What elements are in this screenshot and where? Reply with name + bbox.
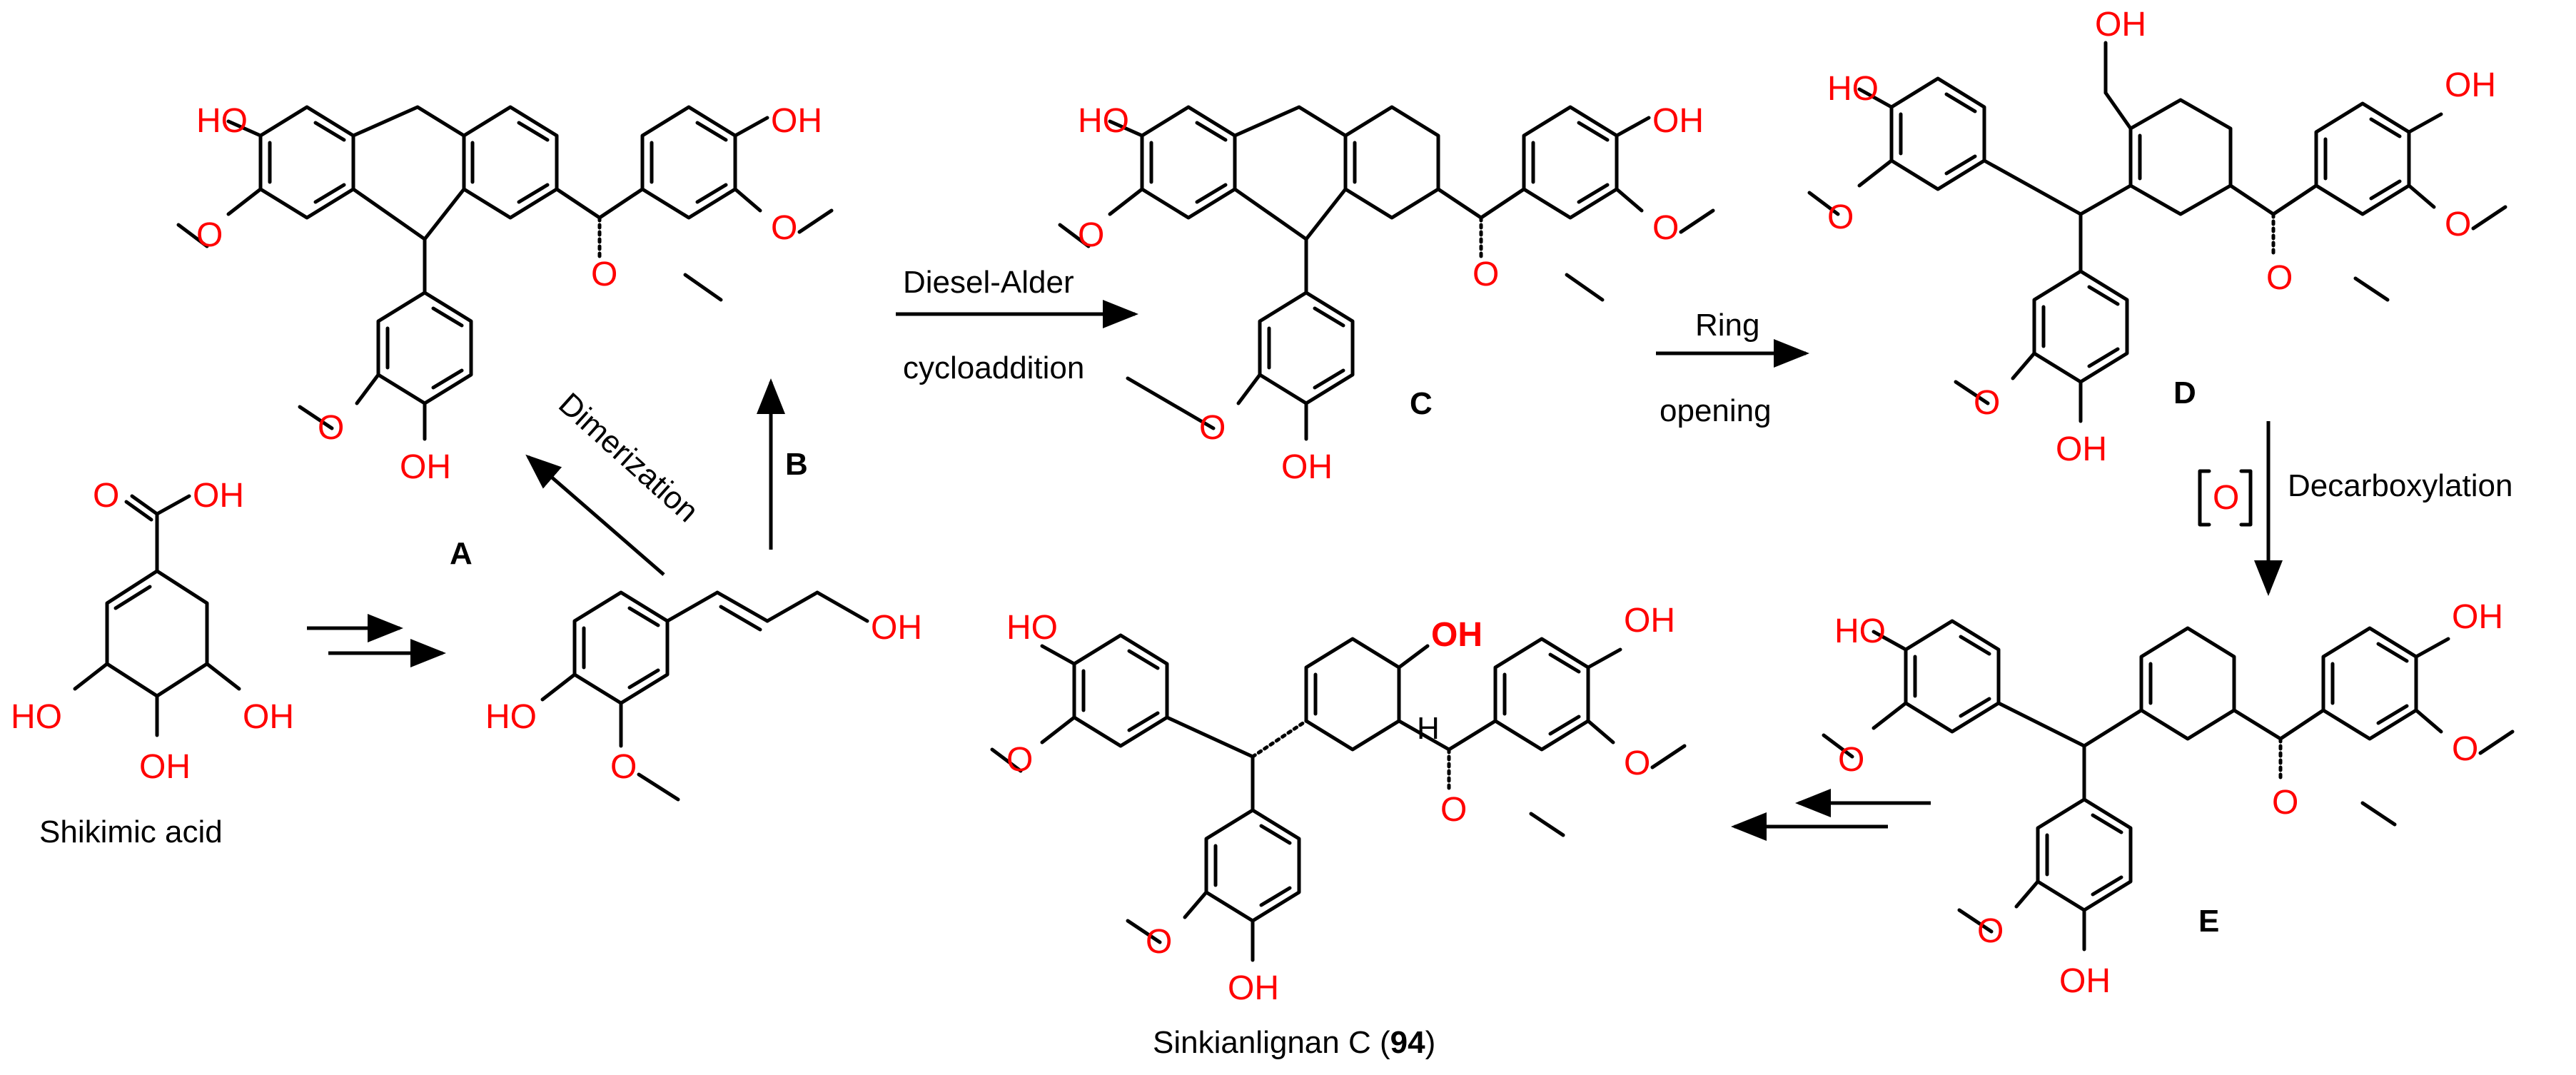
c-hydroxyl-aryl: OH (1281, 448, 1333, 486)
d-methoxy-o-aryl: O (1974, 384, 2000, 422)
c-methoxy-o-left: O (1078, 216, 1104, 254)
shikimic-acid-oh: OH (193, 477, 244, 515)
ring-opening-label-2: opening (1660, 393, 1772, 428)
product-methoxy-o-left: O (1006, 741, 1033, 779)
e-hydroxyl-aryl: OH (2059, 962, 2111, 1000)
diels-alder-label-1: Diesel-Alder (903, 265, 1074, 300)
product-name-label: Sinkianlignan C (94) (1153, 1025, 1435, 1060)
e-hydroxyl-right: OH (2452, 598, 2503, 636)
oxidant-o: O (2213, 479, 2239, 517)
d-methoxy-o-left: O (1827, 198, 1854, 236)
d-hydroxymethyl-oh: OH (2095, 6, 2146, 44)
coniferyl-oh: OH (871, 609, 922, 647)
c-hydroxyl-right: OH (1652, 102, 1704, 140)
e-methoxy-o-aryl: O (1977, 912, 2004, 950)
compound-e-label: E (2198, 904, 2219, 939)
d-hydroxyl-left: HO (1827, 70, 1879, 108)
e-methoxy-o-left: O (1838, 741, 1864, 779)
a-hydroxyl-aryl: OH (400, 448, 451, 486)
d-methoxy-o-right: O (2445, 206, 2471, 243)
step-b-label: B (785, 447, 808, 482)
oxidant-brackets (2198, 469, 2253, 527)
shikimic-acid-structure (73, 494, 241, 737)
compound-d-label: D (2173, 375, 2196, 410)
coniferyl-ho: HO (485, 698, 537, 736)
d-methoxy-o-benzylic: O (2266, 259, 2293, 297)
product-hydroxyl-right: OH (1624, 602, 1675, 640)
coniferyl-methoxy-o: O (610, 748, 637, 786)
product-methoxy-o-aryl: O (1146, 923, 1172, 961)
product-h-atom: H (1417, 711, 1440, 746)
e-methoxy-o-right: O (2452, 730, 2478, 768)
e-hydroxyl-left: HO (1834, 612, 1886, 650)
shikimic-acid-label: Shikimic acid (39, 814, 223, 849)
product-methoxy-o-benzylic: O (1440, 791, 1467, 829)
compound-a-structure (176, 105, 834, 441)
a-methoxy-o-right: O (771, 209, 797, 247)
ring-opening-label-1: Ring (1695, 308, 1760, 343)
compound-c-label: C (1410, 386, 1433, 421)
product-bold-hydroxyl: OH (1431, 616, 1483, 654)
d-hydroxyl-right: OH (2445, 66, 2496, 104)
a-methoxy-o-left: O (196, 216, 223, 254)
shikimic-ho-left: HO (11, 698, 62, 736)
a-hydroxyl-right: OH (771, 102, 822, 140)
d-hydroxyl-aryl: OH (2056, 430, 2107, 468)
product-hydroxyl-aryl: OH (1228, 969, 1279, 1007)
compound-c-structure (1058, 105, 1715, 441)
c-methoxy-o-benzylic: O (1473, 256, 1499, 293)
sinkianlignan-c-structure (990, 633, 1687, 962)
product-hydroxyl-left: HO (1006, 609, 1058, 647)
shikimic-oh-bottom: OH (139, 748, 191, 786)
coniferyl-alcohol-structure (540, 590, 869, 802)
e-methoxy-o-benzylic: O (2272, 784, 2298, 822)
c-hydroxyl-left: HO (1078, 102, 1129, 140)
a-methoxy-o-aryl: O (318, 409, 344, 447)
compound-e-structure (1822, 619, 2515, 952)
a-methoxy-o-benzylic: O (591, 256, 617, 293)
multistep-arrow-2 (1731, 789, 1931, 841)
dimerization-label: Dimerization (552, 386, 704, 529)
shikimic-oh-right: OH (243, 698, 294, 736)
product-methoxy-o-right: O (1624, 745, 1650, 782)
c-methoxy-o-aryl: O (1199, 409, 1226, 447)
diels-alder-label-2: cycloaddition (903, 350, 1084, 385)
shikimic-carbonyl-o: O (93, 477, 119, 515)
a-hydroxyl-left: HO (196, 102, 248, 140)
compound-d-structure (1807, 41, 2507, 423)
multistep-arrow-1 (307, 614, 446, 667)
c-methoxy-o-right: O (1652, 209, 1679, 247)
dimerization-arrow (525, 454, 665, 576)
compound-a-label: A (450, 536, 473, 571)
decarboxylation-label: Decarboxylation (2288, 468, 2513, 503)
